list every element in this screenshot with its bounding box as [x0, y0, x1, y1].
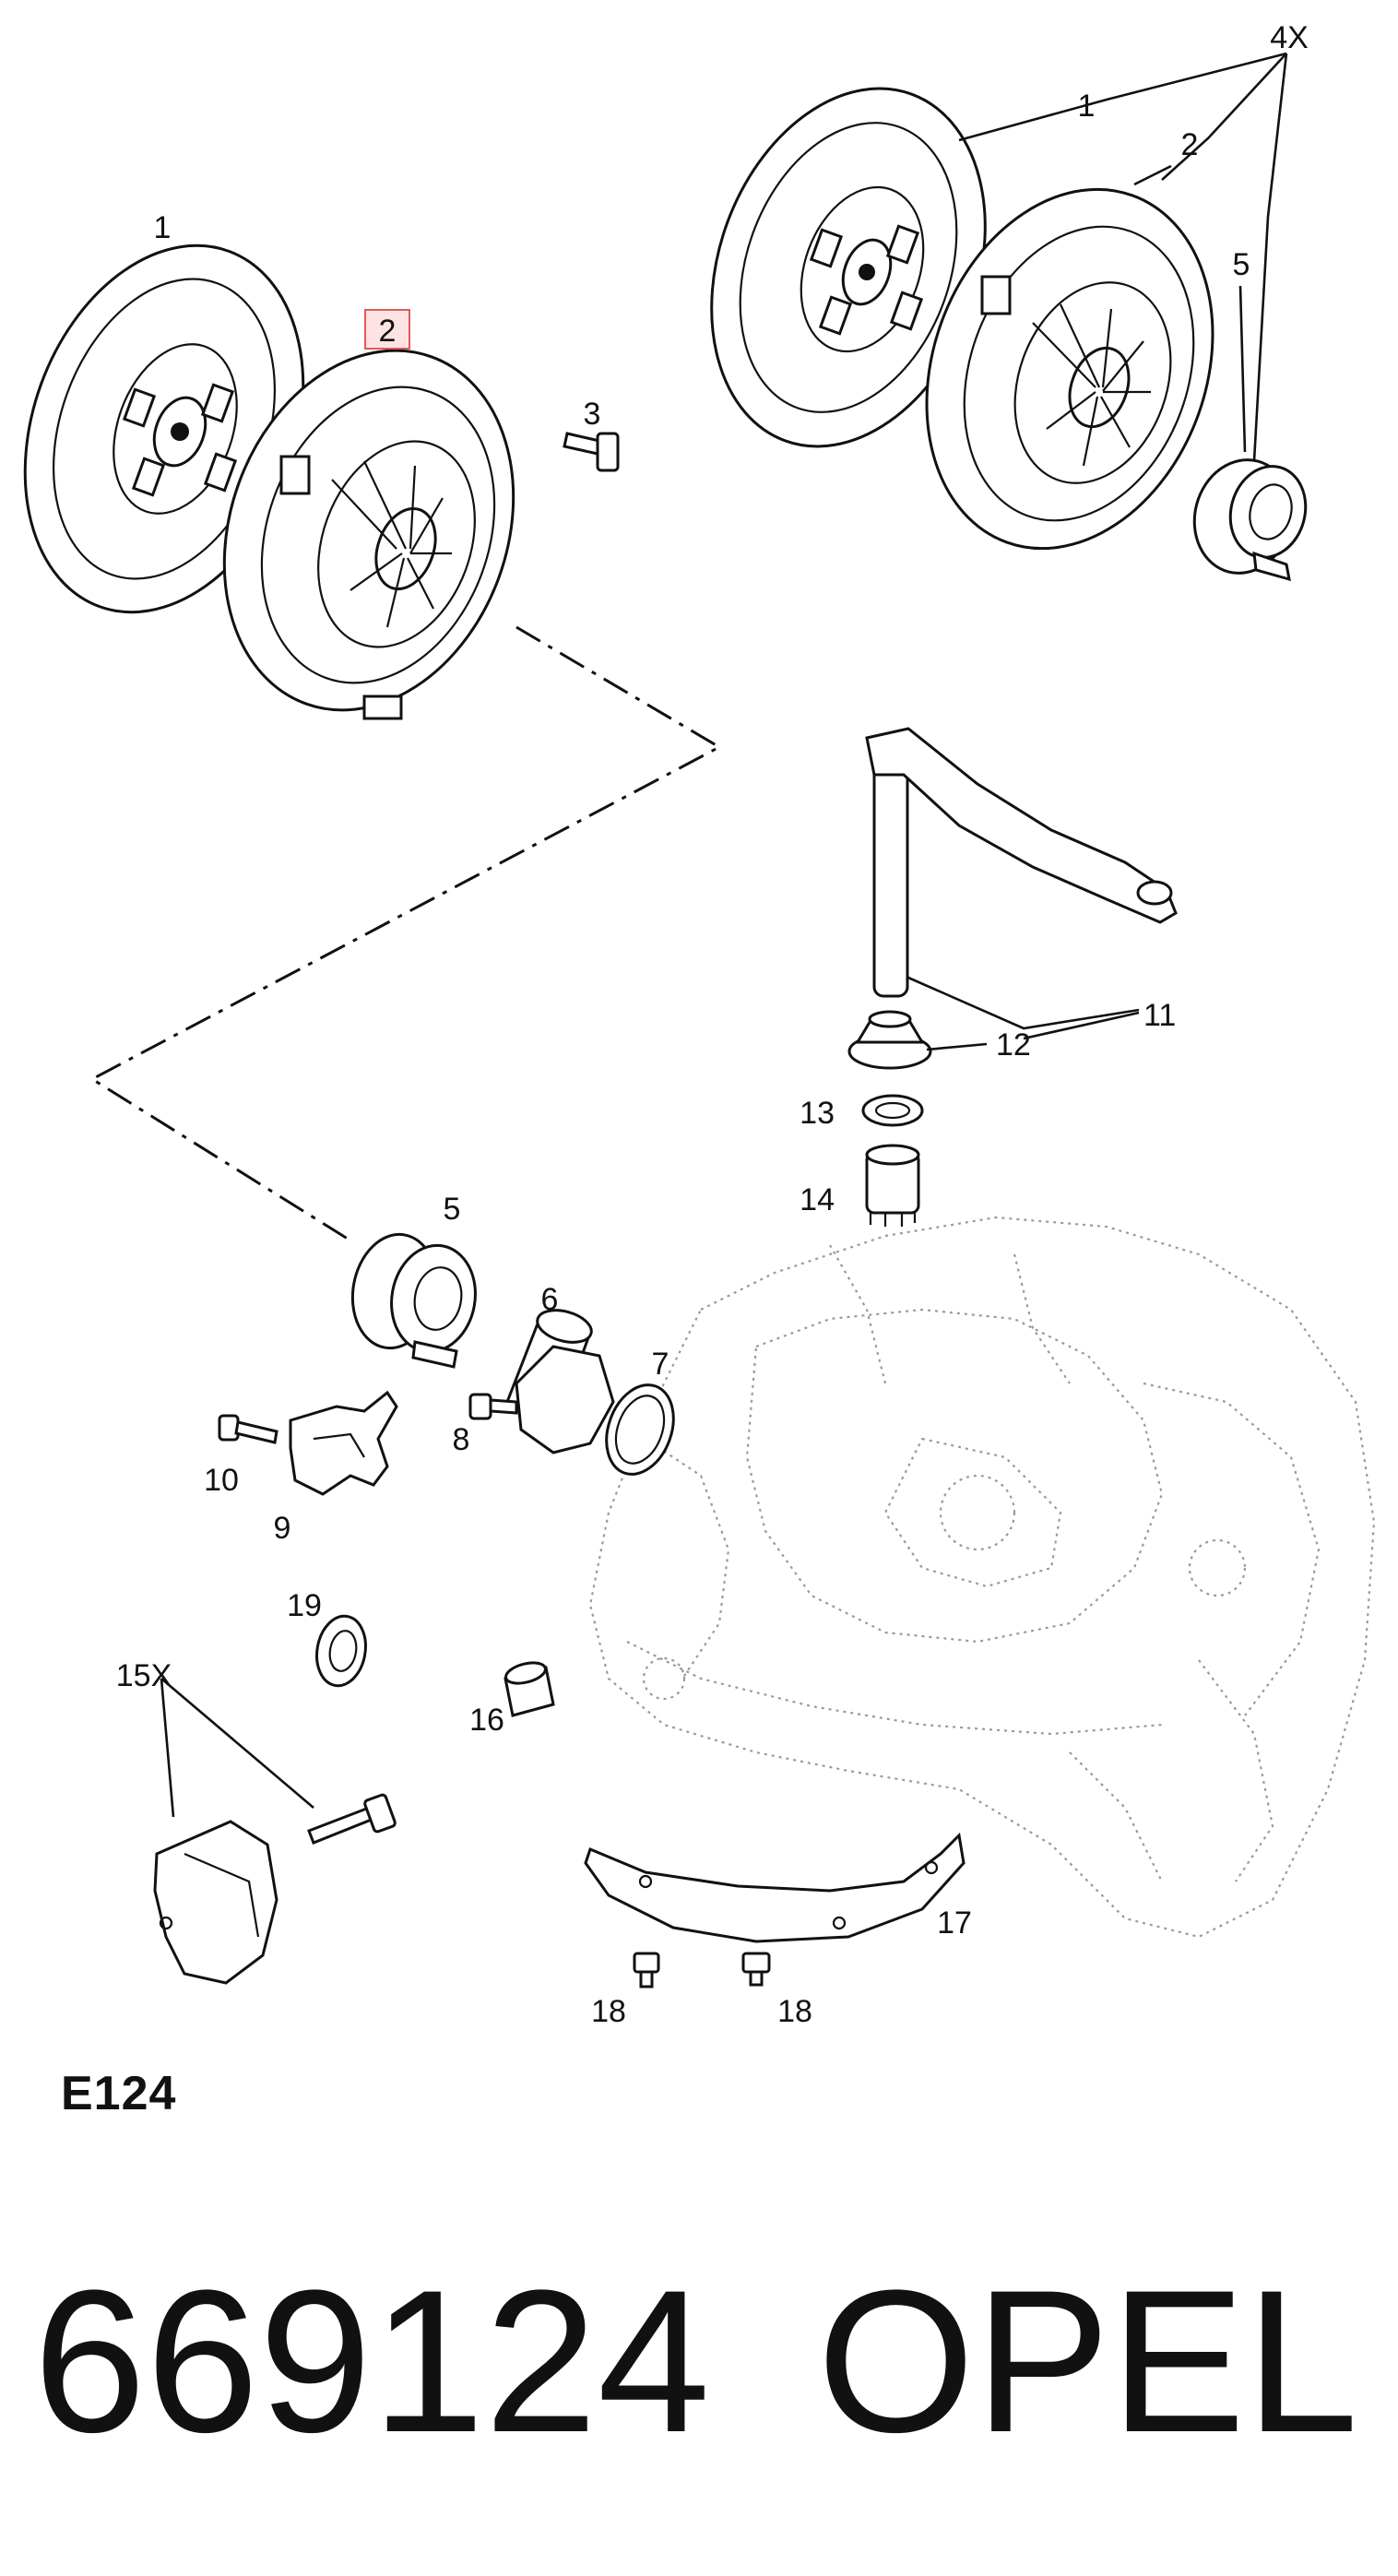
bushing-12	[847, 1010, 932, 1070]
callout-15x: 15X	[116, 1658, 172, 1693]
bush-14	[865, 1144, 920, 1227]
release-fork-9	[289, 1390, 398, 1496]
exploded-clutch-diagram: 1 2 3 4X 1 2 5 11 12 13 14 5 6 7 8 9 10 …	[23, 20, 1376, 2029]
callout-8: 8	[453, 1422, 470, 1457]
assembly-guide-lines	[89, 625, 723, 1242]
callout-18-right: 18	[777, 1994, 812, 2029]
callout-13: 13	[800, 1096, 835, 1131]
callout-6: 6	[541, 1282, 559, 1317]
bolt-10	[218, 1414, 278, 1444]
guide-sleeve-6	[505, 1309, 615, 1454]
bush-16	[504, 1661, 555, 1717]
brand-name: OPEL	[817, 2248, 1358, 2475]
callout-16: 16	[469, 1703, 504, 1738]
bolt-8	[468, 1393, 518, 1420]
bolt-18-left	[633, 1952, 660, 1988]
highlight-callout-box	[364, 309, 410, 350]
seal-19	[315, 1614, 367, 1688]
footer-caption: 669124 OPEL	[33, 2250, 1380, 2472]
callout-2-left: 2	[379, 314, 397, 349]
callout-11: 11	[1143, 998, 1176, 1033]
release-shaft-11	[865, 727, 1178, 998]
seal-13	[861, 1094, 924, 1127]
leader-lines	[160, 52, 1288, 1818]
callout-19: 19	[287, 1588, 322, 1623]
cover-15x	[153, 1820, 278, 1985]
callout-2-right: 2	[1181, 127, 1199, 162]
callout-17: 17	[937, 1905, 972, 1941]
bolt-15x	[307, 1793, 397, 1845]
callout-9: 9	[274, 1511, 291, 1546]
bolt-3	[563, 432, 620, 472]
release-bearing-left	[350, 1232, 477, 1369]
transmission-housing-outline	[588, 1216, 1376, 1939]
callout-5-right: 5	[1233, 247, 1250, 282]
bolt-18-right	[741, 1952, 771, 1987]
pressure-plate-right	[925, 187, 1214, 551]
release-bearing-right	[1192, 458, 1308, 582]
callout-3: 3	[584, 397, 601, 432]
callout-labels: 1 2 3 4X 1 2 5 11 12 13 14 5 6 7 8 9 10 …	[116, 20, 1309, 2029]
clutch-disc-right	[710, 87, 987, 448]
callout-7: 7	[652, 1347, 669, 1382]
part-number: 669124	[33, 2248, 711, 2475]
callout-1-left: 1	[154, 210, 172, 245]
callout-5-left: 5	[444, 1192, 461, 1227]
bracket-17	[584, 1832, 966, 1943]
o-ring-7	[605, 1383, 675, 1476]
callout-18-left: 18	[591, 1994, 626, 2029]
callout-1-right: 1	[1078, 89, 1096, 124]
callout-12: 12	[996, 1027, 1031, 1062]
callout-4x: 4X	[1270, 20, 1309, 55]
callout-10: 10	[204, 1463, 239, 1498]
diagram-code: E124	[61, 2067, 177, 2120]
pressure-plate-left	[222, 349, 515, 720]
callout-14: 14	[800, 1182, 835, 1217]
